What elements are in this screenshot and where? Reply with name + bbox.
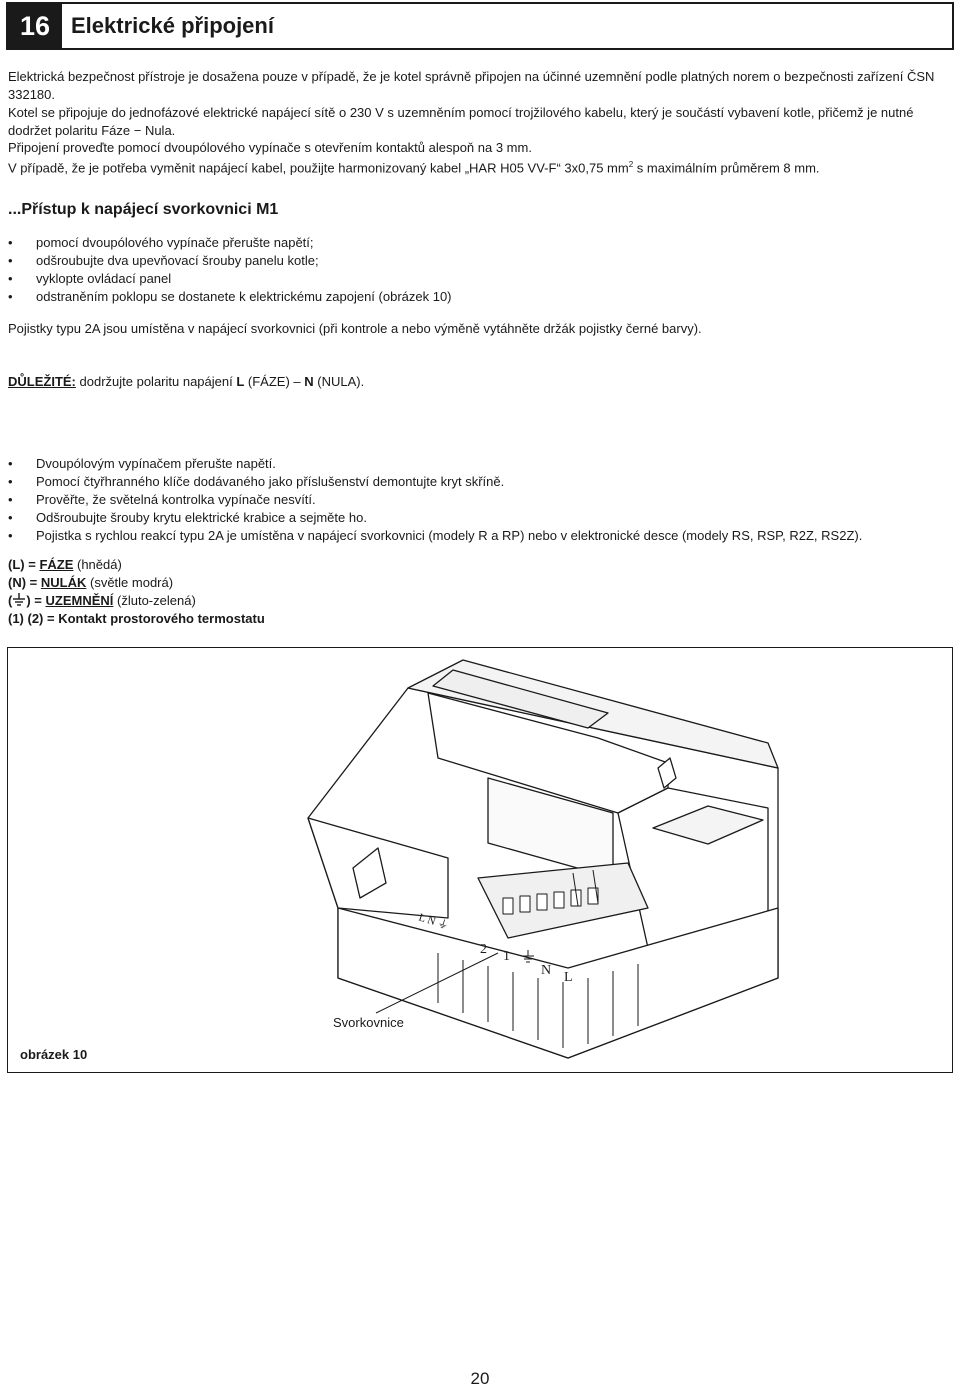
bullet-icon: • [8,510,13,525]
superscript-2: 2 [628,160,634,169]
list-item-text: vyklopte ovládací panel [36,271,172,286]
terminal-box-illustration: 2 1 N L L N ⏚ [307,659,779,1059]
legend-eq: = [24,557,40,572]
bullet-icon: • [8,456,13,471]
list-item: • odšroubujte dva upevňovací šrouby panel… [8,252,952,270]
legend-thermostat: (1) (2) = Kontakt prostorového termostat… [8,611,265,626]
intro-p4-tail: s maximálním průměrem 8 mm. [633,160,820,176]
important-label: DŮLEŽITÉ: [8,374,76,389]
legend-note: (světle modrá) [86,575,174,590]
figure-caption: obrázek 10 [20,1047,88,1062]
important-text: dodržujte polaritu napájení [75,374,237,389]
phase-key: L [236,374,245,389]
bullet-icon: • [8,253,13,268]
bullet-icon: • [8,289,13,304]
terminal-label-2: 2 [480,942,487,957]
bullet-icon: • [8,492,13,507]
bullet-icon: • [8,528,13,543]
list-item: • Odšroubujte šrouby krytu elektrické kra… [8,509,952,527]
list-item-text: Dvoupólovým vypínačem přerušte napětí. [36,456,276,471]
legend-key: (N) [8,575,27,590]
intro-paragraph-4: V případě, že je potřeba vyměnit napájec… [8,156,952,177]
list-item-text: odstraněním poklopu se dostanete k elekt… [36,289,452,304]
ground-icon [12,593,26,606]
list-item: • pomocí dvoupólového vypínače přerušte n… [8,234,952,252]
list-item-text: Pomocí čtyřhranného klíče dodávaného jak… [36,474,505,489]
list-item: • Pojistka s rychlou reakcí typu 2A je um… [8,527,952,545]
legend-eq: = [26,575,41,590]
list-item-text: Pojistka s rychlou reakcí typu 2A je umí… [36,528,863,543]
legend-value: FÁZE [39,557,74,572]
legend-eq: = [30,593,46,608]
procedure-list: •Dvoupólovým vypínačem přerušte napětí. … [8,455,952,545]
important-note: DŮLEŽITÉ: dodržujte polaritu napájení L … [8,373,952,391]
section-header: 16 Elektrické připojení [6,2,954,50]
terminal-label-1: 1 [503,949,510,964]
bullet-icon: • [8,271,13,286]
bullet-icon: • [8,474,13,489]
important-text: (FÁZE) – [244,374,305,389]
legend-key: (L) [8,557,25,572]
legend-note: (hnědá) [73,557,122,572]
bullet-icon: • [8,235,13,250]
terminal-label-n: N [541,963,551,978]
legend-ground: () = UZEMNĚNÍ (žluto-zelená) [8,592,265,610]
legend-neutral: (N) = NULÁK (světle modrá) [8,574,265,592]
list-item: • odstraněním poklopu se dostanete k elek… [8,288,952,306]
right-lid [652,805,764,845]
left-clip [352,847,387,899]
front-slope [337,907,779,1059]
list-item-text: Prověřte, že světelná kontrolka vypínače… [36,492,316,507]
list-item-text: odšroubujte dva upevňovací šrouby panelu… [36,253,319,268]
intro-paragraph-3: Připojení proveďte pomocí dvoupólového v… [8,140,532,155]
terminal-ground-icon [522,950,534,963]
access-steps-list: • pomocí dvoupólového vypínače přerušte n… [8,234,952,306]
right-clip [657,757,677,789]
legend-phase: (L) = FÁZE (hnědá) [8,556,265,574]
list-item-text: Odšroubujte šrouby krytu elektrické krab… [36,510,367,525]
figure-label-terminals: Svorkovnice [333,1015,404,1030]
neutral-key: N [304,374,314,389]
list-item-text: pomocí dvoupólového vypínače přerušte na… [36,235,314,250]
figure-terminal-box: 2 1 N L L N ⏚ Svorkovnice obrázek 10 [7,647,953,1073]
intro-paragraph-1: Elektrická bezpečnost přístroje je dosaž… [8,69,935,102]
page-number: 20 [470,1369,490,1388]
handle [432,669,609,729]
list-item: • Dvoupólovým vypínačem přerušte napětí. [8,455,952,473]
intro-paragraph-2: Kotel se připojuje do jednofázové elektr… [8,105,914,138]
list-item: • Prověřte, že světelná kontrolka vypínač… [8,491,952,509]
intro-p4-text: V případě, že je potřeba vyměnit napájec… [8,160,629,176]
legend-note: (žluto-zelená) [113,593,196,608]
fuse-note: Pojistky typu 2A jsou umístěna v napájec… [8,321,702,336]
access-heading: ...Přístup k napájecí svorkovnici M1 [8,201,279,218]
section-title: Elektrické připojení [71,13,274,38]
list-item: • vyklopte ovládací panel [8,270,952,288]
legend-value: NULÁK [40,575,87,590]
legend-key: ) [26,593,31,608]
list-item: • Pomocí čtyřhranného klíče dodávaného ja… [8,473,952,491]
wiring-legend: (L) = FÁZE (hnědá) (N) = NULÁK (světle m… [8,556,265,628]
legend-key: ( [8,593,13,608]
terminal-label-l: L [564,970,573,985]
legend-value: UZEMNĚNÍ [45,593,114,608]
section-number: 16 [8,4,62,48]
important-text: (NULA). [313,374,365,389]
